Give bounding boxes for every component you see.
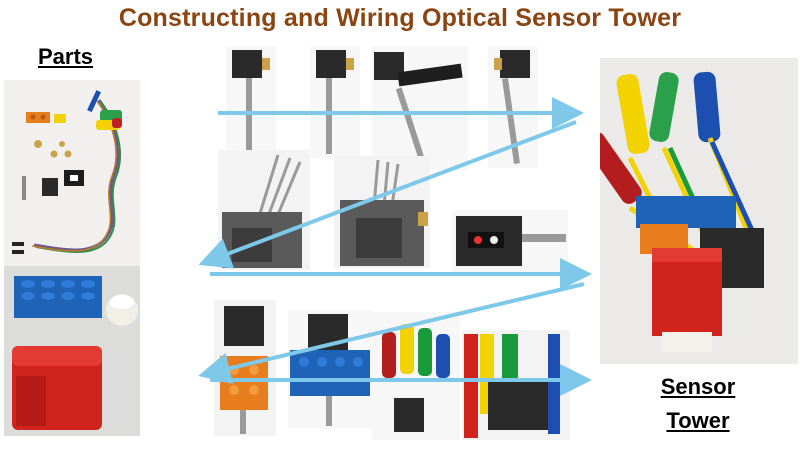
step-photo-11 <box>462 330 570 440</box>
step-photo-3 <box>372 46 468 170</box>
step-photo-8 <box>214 300 276 436</box>
step-photo-1 <box>226 46 276 158</box>
parts-label: Parts <box>38 44 94 69</box>
sensor-tower-photo <box>600 58 798 364</box>
sensor-label-line2: Tower <box>666 408 730 433</box>
sensor-label-line1: Sensor <box>660 374 736 399</box>
parts-bricks-photo <box>4 266 140 436</box>
step-photo-10 <box>372 312 460 440</box>
step-photo-5 <box>218 150 310 270</box>
page-title: Constructing and Wiring Optical Sensor T… <box>118 4 682 32</box>
step-photo-7 <box>452 210 568 272</box>
parts-photo <box>4 80 140 266</box>
step-photo-2 <box>310 46 360 158</box>
step-photo-6 <box>334 156 430 268</box>
step-photo-9 <box>288 310 372 428</box>
step-photo-4 <box>488 46 538 168</box>
sensor-tower-label: Sensor Tower <box>638 370 758 438</box>
